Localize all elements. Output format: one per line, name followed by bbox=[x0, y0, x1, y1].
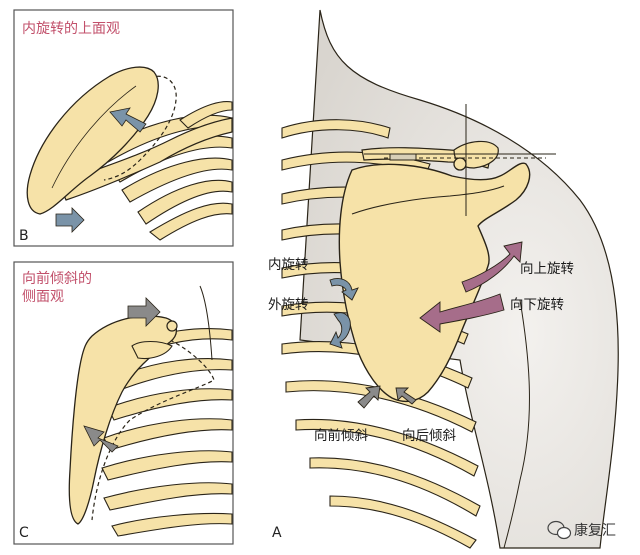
posterior-tilt-arrow bbox=[395, 387, 417, 405]
label-upward-rotation: 向上旋转 bbox=[520, 261, 574, 277]
panel-a-axes bbox=[364, 104, 556, 216]
panel-c-arm-outline bbox=[199, 285, 213, 361]
label-external-rotation: 外旋转 bbox=[268, 297, 309, 313]
panel-b-letter: B bbox=[19, 228, 29, 244]
panel-c-letter: C bbox=[19, 525, 29, 541]
panel-c-title-line2: 侧面观 bbox=[22, 289, 64, 305]
panel-c-arrow-top bbox=[127, 297, 161, 327]
panel-b-title: 内旋转的上面观 bbox=[22, 21, 120, 37]
anterior-tilt-arrow bbox=[357, 385, 381, 409]
panel-b-arrow-lower bbox=[55, 207, 85, 233]
panel-b-arrow-upper bbox=[109, 107, 147, 133]
panel-c-title-line1: 向前倾斜的 bbox=[22, 271, 92, 287]
upward-rotation-arrow bbox=[461, 241, 523, 293]
panel-a-scapula bbox=[338, 162, 531, 403]
panel-c-joint bbox=[166, 320, 178, 332]
panel-c-ribs bbox=[101, 328, 233, 537]
panel-a bbox=[281, 9, 619, 549]
panel-b-scapula bbox=[26, 66, 159, 215]
label-downward-rotation: 向下旋转 bbox=[510, 297, 564, 313]
label-internal-rotation: 内旋转 bbox=[268, 257, 309, 273]
panel-c-dashed-outline bbox=[91, 339, 215, 521]
panel-a-arm-line bbox=[503, 299, 530, 549]
panel-c bbox=[13, 261, 234, 545]
panel-a-joint bbox=[453, 157, 467, 171]
label-anterior-tilt: 向前倾斜 bbox=[314, 428, 368, 444]
internal-rotation-arrow bbox=[329, 278, 359, 301]
wechat-icon bbox=[547, 520, 572, 540]
panel-a-scapular-spine bbox=[351, 185, 505, 215]
panel-a-letter: A bbox=[272, 525, 282, 541]
downward-rotation-arrow bbox=[419, 293, 505, 333]
panel-c-arrow-bottom bbox=[83, 425, 119, 453]
panel-b bbox=[13, 9, 234, 247]
external-rotation-arrow bbox=[329, 312, 351, 349]
panel-b-clavicle bbox=[59, 117, 233, 201]
panel-b-dashed-outline bbox=[103, 75, 177, 181]
panel-c-coracoid bbox=[131, 340, 173, 360]
watermark-text: 康复汇 bbox=[574, 523, 616, 539]
label-posterior-tilt: 向后倾斜 bbox=[402, 428, 456, 444]
